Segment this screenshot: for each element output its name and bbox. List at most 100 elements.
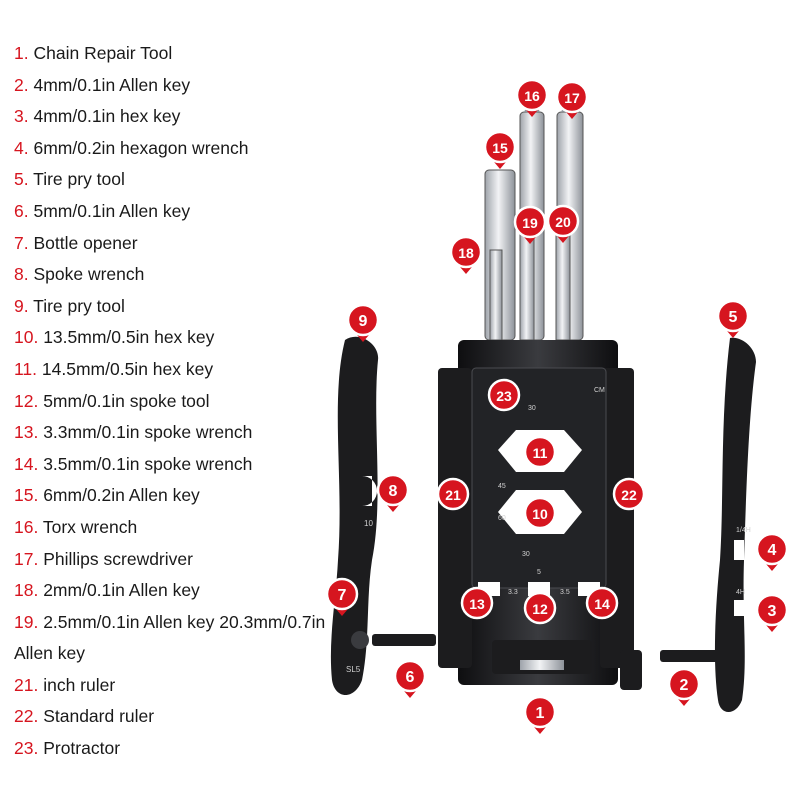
legend-item: 5. Tire pry tool <box>14 164 384 196</box>
callout-marker-12: 12 <box>523 591 557 625</box>
callout-marker-label: 22 <box>621 487 637 503</box>
allen-key-3mm <box>555 229 571 341</box>
callout-marker-6: 6 <box>393 659 427 698</box>
legend-item-label: Protractor <box>43 738 121 759</box>
callout-marker-23: 23 <box>487 378 521 412</box>
callout-marker-2: 2 <box>667 667 701 706</box>
callout-marker-label: 2 <box>680 677 689 694</box>
legend-item-number: 23. <box>14 738 39 759</box>
callout-marker-1: 1 <box>523 695 557 734</box>
legend-item: 12. 5mm/0.1in spoke tool <box>14 386 384 418</box>
legend-item: 23. Protractor <box>14 733 384 765</box>
marking-3-5: 3.5 <box>560 589 570 596</box>
spoke-wrench-slots <box>478 582 600 596</box>
marking-10: 10 <box>364 519 373 528</box>
marking-3-3: 3.3 <box>508 589 518 596</box>
callout-marker-label: 9 <box>359 313 368 330</box>
callout-marker-label: 4 <box>768 542 777 559</box>
callout-marker-label: 13 <box>469 596 485 612</box>
legend-item-number: 2. <box>14 74 29 95</box>
legend-item: 13. 3.3mm/0.1in spoke wrench <box>14 417 384 449</box>
legend-item-number: 1. <box>14 43 29 63</box>
legend-item-label: 5mm/0.1in spoke tool <box>43 390 210 411</box>
callout-marker-7: 7 <box>325 577 359 616</box>
legend-item: 8. Spoke wrench <box>14 259 384 291</box>
legend-item-number: 18. <box>14 580 39 601</box>
legend-item-number: 12. <box>14 390 39 411</box>
legend-item-label: Spoke wrench <box>33 264 145 285</box>
callout-marker-label: 10 <box>532 506 548 522</box>
marking-60: 60 <box>498 515 506 522</box>
legend-item-label: 4mm/0.1in hex key <box>33 106 181 127</box>
callout-marker-11: 11 <box>523 435 557 469</box>
legend-item-label: 3.3mm/0.1in spoke wrench <box>43 422 253 443</box>
legend-item-label: Bottle opener <box>33 232 138 253</box>
callout-marker-22: 22 <box>612 477 646 511</box>
legend-item: 10. 13.5mm/0.5in hex key <box>14 322 384 354</box>
legend-item-number: 8. <box>14 264 29 285</box>
legend-item: 6. 5mm/0.1in Allen key <box>14 196 384 228</box>
legend-item-label: 3.5mm/0.1in spoke wrench <box>43 453 253 474</box>
legend-item-label: 6mm/0.2in hexagon wrench <box>33 137 249 158</box>
legend-item-number: 3. <box>14 106 29 127</box>
callout-marker-5: 5 <box>716 299 750 338</box>
legend-item: Allen key <box>14 638 384 670</box>
callout-marker-3: 3 <box>755 593 789 632</box>
marking-5: 5 <box>537 569 541 576</box>
callout-marker-label: 17 <box>564 90 580 106</box>
marking-45: 45 <box>498 483 506 490</box>
legend-item-number: 9. <box>14 295 29 316</box>
callout-marker-label: 8 <box>389 483 398 500</box>
legend-item: 19. 2.5mm/0.1in Allen key 20.3mm/0.7in <box>14 607 384 639</box>
callout-marker-label: 19 <box>522 215 538 231</box>
callout-marker-16: 16 <box>515 78 549 117</box>
legend-item-label: Allen key <box>14 643 86 664</box>
callout-marker-19: 19 <box>513 205 547 244</box>
legend-item-number: 4. <box>14 137 29 158</box>
legend-item-number: 11. <box>14 358 38 379</box>
legend-item: 18. 2mm/0.1in Allen key <box>14 575 384 607</box>
callout-marker-8: 8 <box>376 473 410 512</box>
callout-marker-label: 21 <box>445 487 461 503</box>
callout-marker-14: 14 <box>585 586 619 620</box>
callout-marker-label: 23 <box>496 388 512 404</box>
legend-item-label: 2.5mm/0.1in Allen key 20.3mm/0.7in <box>43 611 326 632</box>
legend-item-label: Standard ruler <box>43 706 155 727</box>
legend-item: 16. Torx wrench <box>14 512 384 544</box>
legend-item: 21. inch ruler <box>14 670 384 702</box>
body-side-left <box>438 368 472 668</box>
legend-item-label: Phillips screwdriver <box>43 548 193 569</box>
legend-item: 2. 4mm/0.1in Allen key <box>14 70 384 102</box>
callout-marker-label: 11 <box>533 445 548 461</box>
allen-key-2mm <box>489 249 503 341</box>
legend-item: 3. 4mm/0.1in hex key <box>14 101 384 133</box>
callout-marker-label: 7 <box>338 587 347 604</box>
legend-item-number: 5. <box>14 169 29 190</box>
callout-marker-label: 12 <box>532 601 548 617</box>
legend-item-label: Tire pry tool <box>33 169 125 190</box>
legend-item-number: 13. <box>14 422 39 443</box>
legend-item-number: 15. <box>14 485 39 506</box>
legend-item-number: 6. <box>14 200 29 221</box>
legend-item: 17. Phillips screwdriver <box>14 544 384 576</box>
legend-item-number: 7. <box>14 232 29 253</box>
legend-item-label: Tire pry tool <box>33 295 125 316</box>
callout-marker-21: 21 <box>436 477 470 511</box>
legend-item-number: 14. <box>14 453 39 474</box>
marking-30-bottom: 30 <box>522 551 530 558</box>
legend-item: 7. Bottle opener <box>14 228 384 260</box>
legend-item-number: 22. <box>14 706 39 727</box>
callout-marker-label: 1 <box>536 705 545 722</box>
callout-marker-18: 18 <box>449 235 483 274</box>
callout-marker-17: 17 <box>555 80 589 119</box>
marking-sl5: SL5 <box>346 665 361 674</box>
legend-item-label: 13.5mm/0.5in hex key <box>43 327 215 348</box>
marking-cm: CM <box>594 387 605 394</box>
callout-marker-10: 10 <box>523 496 557 530</box>
callout-marker-label: 14 <box>594 596 610 612</box>
legend-item-number: 16. <box>14 516 39 537</box>
callout-marker-20: 20 <box>546 204 580 243</box>
